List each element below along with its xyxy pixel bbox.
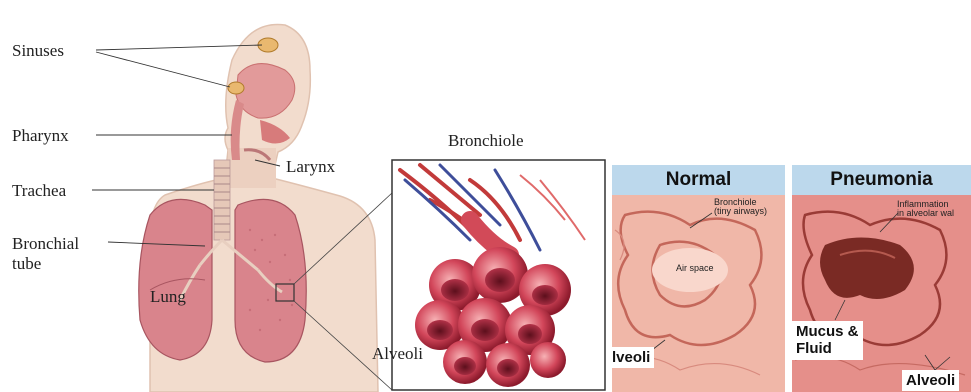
pneumonia-mucus-label: Mucus & Fluid (792, 321, 863, 360)
normal-bronchiole-note: Bronchiole (tiny airways) (714, 198, 767, 217)
label-bronchial-tube: Bronchial tube (12, 234, 79, 273)
label-trachea: Trachea (12, 182, 66, 199)
pneumonia-alveoli-label: Alveoli (902, 370, 959, 391)
label-alveoli: Alveoli (372, 345, 423, 362)
label-bronchiole: Bronchiole (448, 132, 524, 149)
normal-alveoli-label: lveoli (612, 347, 654, 368)
label-larynx: Larynx (286, 158, 335, 175)
label-sinuses: Sinuses (12, 42, 64, 59)
normal-air-space: Air space (676, 264, 714, 273)
label-lung: Lung (150, 288, 186, 305)
right-lung (235, 199, 306, 362)
pneumonia-inflammation-note: Inflammation in alveolar wal (897, 200, 954, 219)
sinus-lower (228, 82, 244, 94)
pneumonia-panel-title: Pneumonia (792, 165, 971, 195)
normal-panel-title: Normal (612, 165, 785, 195)
label-pharynx: Pharynx (12, 127, 69, 144)
mucus-fill (820, 238, 914, 300)
